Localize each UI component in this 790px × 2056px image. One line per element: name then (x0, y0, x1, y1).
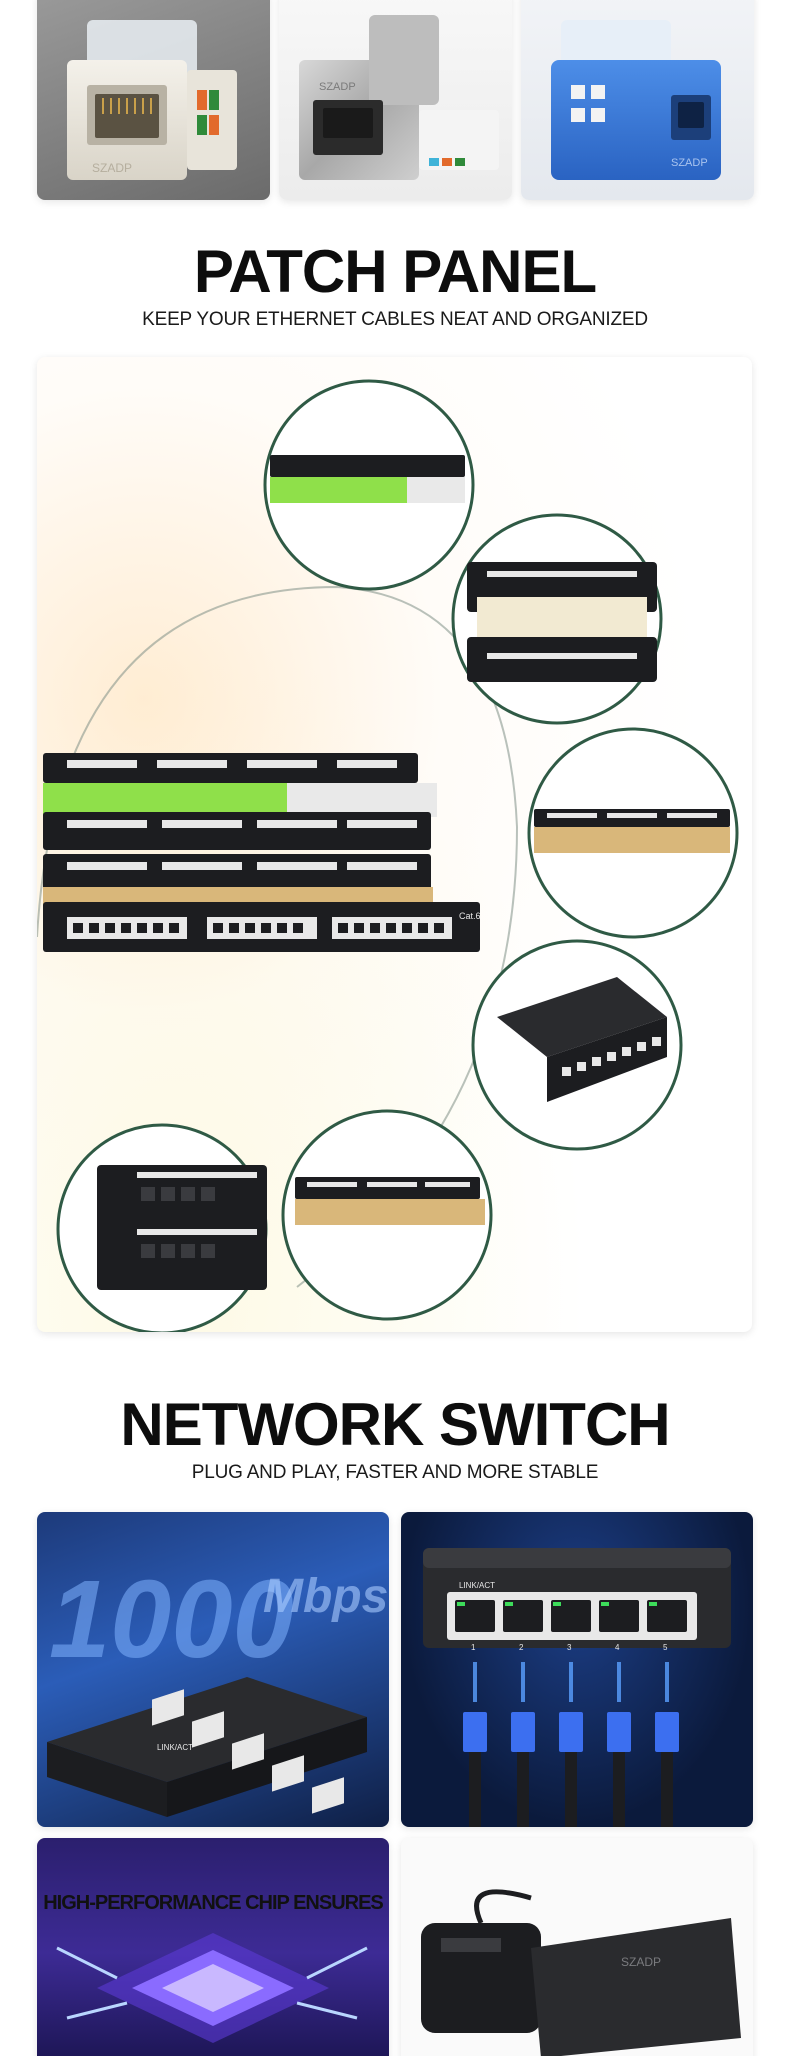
chip-photo: HIGH-PERFORMANCE CHIP ENSURES (37, 1838, 389, 2056)
switch-speed-photo: 1000 Mbps LINK/ACT (37, 1512, 389, 1827)
detail-circle-4 (471, 939, 683, 1151)
keystone-brand-text: SZADP (92, 161, 132, 175)
patch-panel-title: PATCH PANEL (193, 238, 597, 305)
adapter-brand-text: SZADP (621, 1955, 661, 1969)
keystone-jack-shielded-photo: SZADP (279, 0, 512, 200)
ethernet-cables (463, 1662, 679, 1827)
port-number-3: 3 (567, 1643, 572, 1652)
network-switch-subtitle: PLUG AND PLAY, FASTER AND MORE STABLE (191, 1462, 599, 1483)
detail-circle-1 (263, 379, 475, 591)
port-number-5: 5 (663, 1643, 668, 1652)
port-number-4: 4 (615, 1643, 620, 1652)
patch-panel-illustration: Cat.6 (37, 379, 739, 1332)
keystone-jack-white-graphic: SZADP (67, 20, 237, 180)
detail-circle-2 (451, 513, 663, 725)
keystone-jack-blue-graphic: SZADP (551, 20, 721, 180)
power-adapter-photo: SZADP (401, 1838, 753, 2056)
detail-circle-3 (527, 727, 739, 939)
detail-circle-6 (281, 1109, 493, 1321)
keystone-jack-blue-photo: SZADP (521, 0, 754, 200)
port-number-1: 1 (471, 1643, 476, 1652)
link-act-label: LINK/ACT (459, 1581, 495, 1590)
patch-panel-subtitle: KEEP YOUR ETHERNET CABLES NEAT AND ORGAN… (142, 309, 648, 330)
keystone-brand-text: SZADP (671, 157, 708, 169)
keystone-brand-text: SZADP (319, 81, 356, 93)
switch-speed-graphic: 1000 Mbps LINK/ACT (47, 1558, 388, 1817)
keystone-jack-white-photo: SZADP (37, 0, 270, 200)
keystone-jack-shielded-graphic: SZADP (299, 15, 499, 180)
power-adapter-graphic: SZADP (421, 1889, 741, 2056)
switch-ports-photo: LINK/ACT 1 2 3 4 5 (401, 1512, 753, 1827)
cat6-label: Cat.6 (459, 911, 481, 921)
switch-ports-graphic: LINK/ACT 1 2 3 4 5 (423, 1548, 731, 1827)
detail-circle-5 (56, 1123, 268, 1332)
patch-panel-showcase: Cat.6 (37, 357, 752, 1332)
speed-number-text: 1000 (49, 1558, 294, 1681)
speed-unit-text: Mbps (263, 1570, 388, 1623)
patch-panel-stack: Cat.6 (43, 753, 481, 952)
link-act-label: LINK/ACT (157, 1743, 193, 1752)
chip-caption: HIGH-PERFORMANCE CHIP ENSURES (43, 1892, 383, 1914)
chip-graphic: HIGH-PERFORMANCE CHIP ENSURES (43, 1892, 384, 2043)
network-switch-title: NETWORK SWITCH (120, 1391, 670, 1458)
port-number-2: 2 (519, 1643, 524, 1652)
